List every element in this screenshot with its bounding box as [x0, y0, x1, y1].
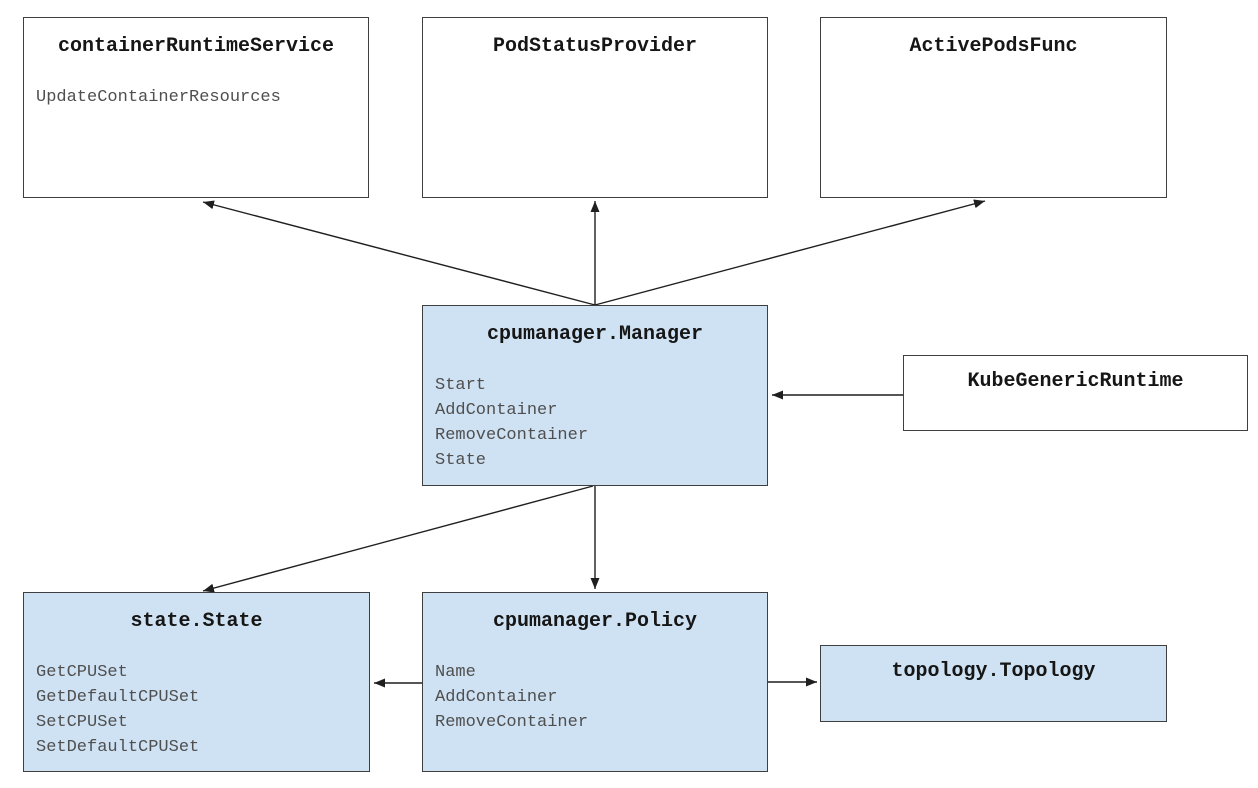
box-cpumanager-manager: cpumanager.Manager Start AddContainer Re… [422, 305, 768, 486]
arrow-manager-to-active-pods-func [594, 199, 986, 306]
box-title: containerRuntimeService [57, 35, 335, 58]
method-item: AddContainer [435, 688, 558, 707]
method-item: SetCPUSet [36, 713, 128, 732]
box-title: ActivePodsFunc [909, 35, 1078, 58]
box-title: topology.Topology [891, 660, 1096, 683]
box-state-state: state.State GetCPUSet GetDefaultCPUSet S… [23, 592, 370, 772]
method-item: SetDefaultCPUSet [36, 738, 200, 757]
box-title: KubeGenericRuntime [967, 370, 1184, 393]
box-container-runtime-service: containerRuntimeService UpdateContainerR… [23, 17, 369, 198]
box-pod-status-provider: PodStatusProvider [422, 17, 768, 198]
method-item: UpdateContainerResources [36, 88, 281, 107]
box-title: cpumanager.Manager [486, 323, 704, 346]
box-methods: UpdateContainerResources [24, 57, 368, 110]
method-item: GetCPUSet [36, 663, 128, 682]
method-item: GetDefaultCPUSet [36, 688, 200, 707]
box-title: PodStatusProvider [492, 35, 698, 58]
box-methods: Start AddContainer RemoveContainer State [423, 345, 767, 473]
method-item: Start [435, 376, 487, 395]
arrow-manager-to-state-state [202, 485, 594, 593]
arrow-manager-to-container-runtime-service [202, 200, 596, 306]
box-title: state.State [130, 610, 263, 633]
box-methods: GetCPUSet GetDefaultCPUSet SetCPUSet Set… [24, 632, 369, 760]
method-item: Name [435, 663, 476, 682]
box-active-pods-func: ActivePodsFunc [820, 17, 1167, 198]
method-item: RemoveContainer [435, 426, 589, 445]
method-item: RemoveContainer [435, 713, 589, 732]
method-item: AddContainer [435, 401, 558, 420]
box-kube-generic-runtime: KubeGenericRuntime [903, 355, 1248, 431]
box-title: cpumanager.Policy [492, 610, 698, 633]
box-methods: Name AddContainer RemoveContainer [423, 632, 767, 735]
method-item: State [435, 451, 487, 470]
box-cpumanager-policy: cpumanager.Policy Name AddContainer Remo… [422, 592, 768, 772]
box-topology-topology: topology.Topology [820, 645, 1167, 722]
